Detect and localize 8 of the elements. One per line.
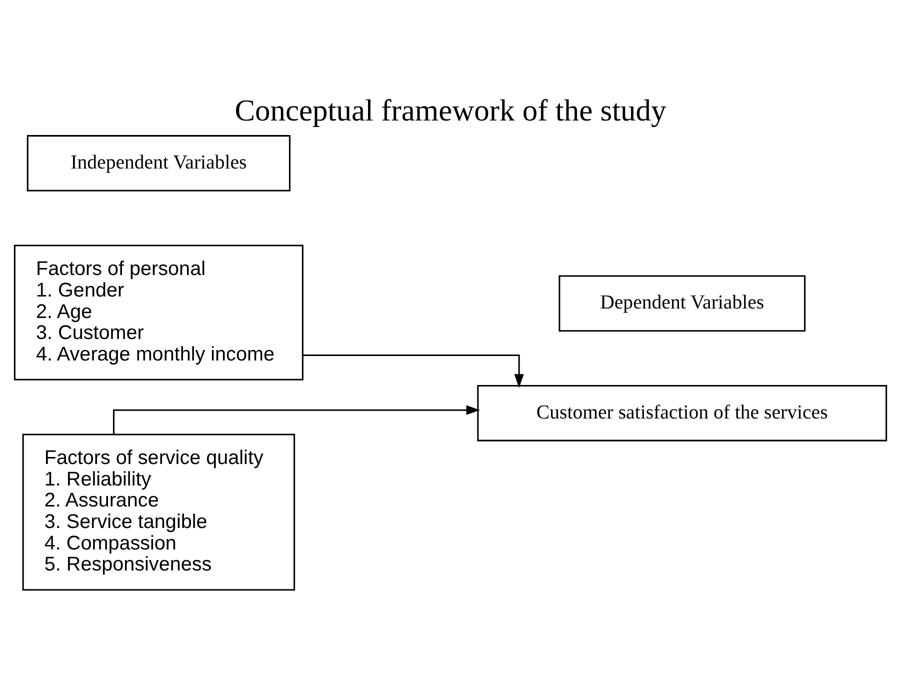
node-box: Factors of personal 1. Gender 2. Age 3. Customer 4. Average monthly income [14,244,304,380]
node-box: Factors of service quality 1. Reliability 2. Assurance 3. Service tangible 4. Compassion 5. Responsiveness [22,433,296,590]
node-box: Independent Variables [26,134,290,191]
node-box: Dependent Variables [558,274,806,332]
arrow [303,354,524,388]
node-box: Customer satisfaction of the services [477,384,888,441]
diagram-title: Conceptual framework of the study [234,93,666,128]
arrow [112,404,480,434]
